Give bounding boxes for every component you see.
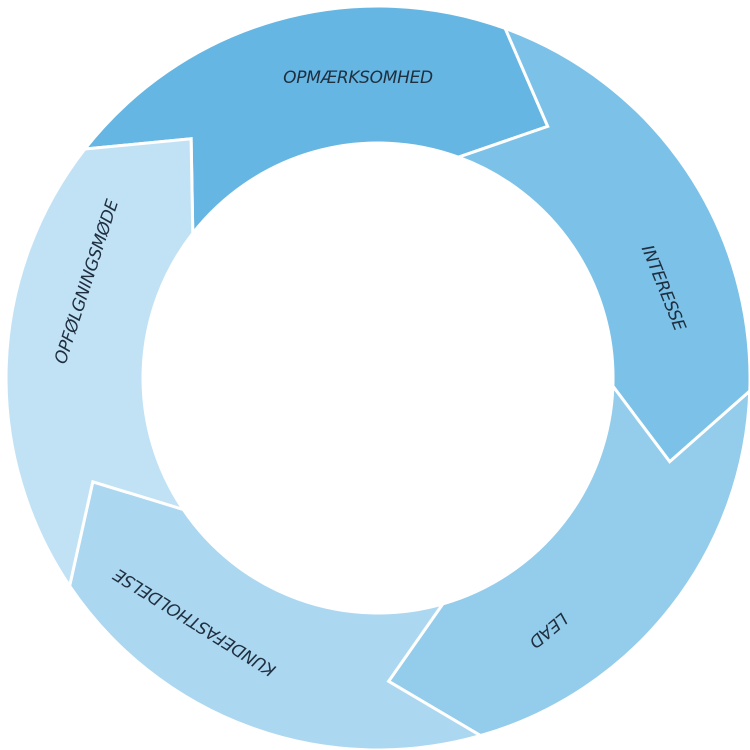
center-hole [144, 144, 612, 612]
segment-label-opmaerksomhed: OPMÆRKSOMHED [283, 68, 433, 88]
cycle-arrow-5 [4, 137, 195, 590]
